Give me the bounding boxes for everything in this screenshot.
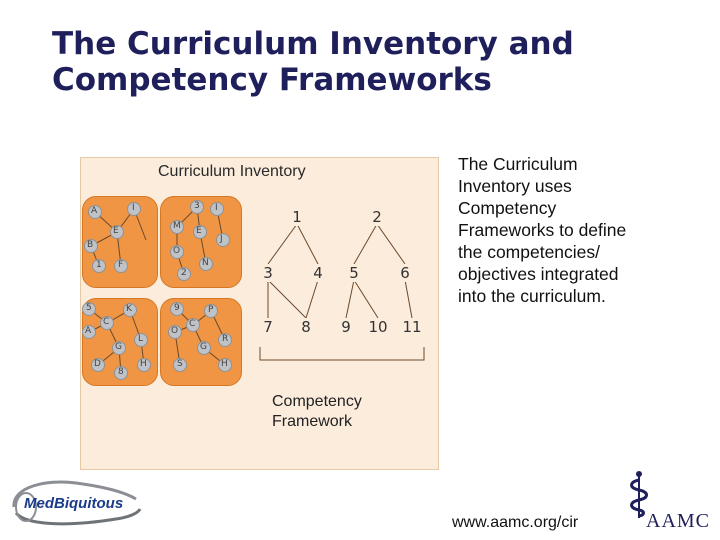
node-label: M — [173, 221, 181, 231]
framework-node-11: 11 — [397, 318, 427, 336]
side-line-5: the competencies/ — [458, 242, 601, 262]
framework-node-7: 7 — [253, 318, 283, 336]
node-r — [218, 333, 232, 347]
framework-node-8: 8 — [291, 318, 321, 336]
side-line-1: The Curriculum — [458, 154, 578, 174]
node-1 — [92, 259, 106, 273]
framework-node-10: 10 — [363, 318, 393, 336]
node-h — [137, 358, 151, 372]
node-f — [114, 259, 128, 273]
framework-node-3: 3 — [253, 264, 283, 282]
node-label: G — [200, 342, 207, 352]
side-description: The Curriculum Inventory uses Competency… — [458, 153, 683, 307]
node-c — [100, 316, 114, 330]
node-a — [82, 325, 96, 339]
framework-node-5: 5 — [339, 264, 369, 282]
node-label: O — [173, 246, 181, 256]
node-label: E — [196, 226, 202, 236]
side-line-3: Competency — [458, 198, 557, 218]
node-2 — [177, 267, 191, 281]
node-label: G — [115, 342, 122, 352]
framework-node-4: 4 — [303, 264, 333, 282]
svg-text:MedBiquitous: MedBiquitous — [24, 495, 123, 512]
node-m — [170, 220, 184, 234]
competency-framework-label: Competency Framework — [272, 392, 362, 432]
footer-url[interactable]: www.aamc.org/cir — [452, 514, 579, 531]
node-i — [127, 202, 141, 216]
node-label: C — [189, 319, 196, 329]
node-label: 3 — [194, 201, 200, 211]
side-line-6: objectives integrated — [458, 264, 619, 284]
node-h — [218, 358, 232, 372]
side-line-4: Frameworks to define — [458, 220, 627, 240]
node-label: E — [113, 226, 119, 236]
title-line-1: The Curriculum Inventory and — [52, 26, 574, 62]
framework-node-6: 6 — [390, 264, 420, 282]
node-l — [134, 333, 148, 347]
node-label: 2 — [181, 268, 187, 278]
node-label: S — [177, 359, 183, 369]
node-s — [173, 358, 187, 372]
framework-node-1: 1 — [282, 208, 312, 226]
node-a — [88, 205, 102, 219]
node-c — [186, 318, 200, 332]
framework-node-9: 9 — [331, 318, 361, 336]
node-label: P — [208, 305, 214, 315]
node-label: O — [171, 326, 179, 336]
title-line-2: Competency Frameworks — [52, 62, 492, 98]
node-3 — [190, 200, 204, 214]
medbiquitous-logo: MedBiquitous — [12, 480, 142, 526]
node-label: 5 — [86, 303, 92, 313]
node-g — [197, 341, 211, 355]
node-label: 9 — [174, 303, 180, 313]
caption-line-2: Framework — [272, 413, 353, 430]
node-label: H — [140, 359, 147, 369]
node-label: L — [138, 334, 144, 344]
caption-line-1: Competency — [272, 393, 362, 410]
node-label: C — [103, 317, 110, 327]
node-i — [210, 202, 224, 216]
node-d — [91, 358, 105, 372]
side-line-2: Inventory uses — [458, 176, 572, 196]
node-label: R — [222, 334, 229, 344]
node-8 — [114, 366, 128, 380]
node-p — [204, 304, 218, 318]
node-label: 1 — [96, 260, 102, 270]
node-o — [170, 245, 184, 259]
node-label: H — [221, 359, 228, 369]
node-label: N — [202, 258, 209, 268]
node-label: A — [85, 326, 92, 336]
node-label: 8 — [118, 367, 124, 377]
side-line-7: into the curriculum. — [458, 286, 606, 306]
slide-title: The Curriculum Inventory and Competency … — [52, 26, 692, 98]
framework-node-2: 2 — [362, 208, 392, 226]
node-e — [193, 225, 207, 239]
node-label: I — [132, 203, 135, 213]
node-k — [123, 303, 137, 317]
aamc-logo — [630, 471, 648, 518]
node-9 — [170, 302, 184, 316]
node-label: A — [91, 206, 98, 216]
node-label: D — [94, 359, 101, 369]
curriculum-inventory-label: Curriculum Inventory — [158, 163, 306, 180]
node-b — [84, 239, 98, 253]
node-label: B — [87, 240, 94, 250]
node-5 — [82, 302, 96, 316]
node-e — [110, 225, 124, 239]
node-o — [168, 325, 182, 339]
node-label: K — [126, 304, 132, 314]
node-label: F — [118, 260, 124, 270]
node-label: I — [215, 203, 218, 213]
aamc-wordmark: AAMC — [646, 510, 711, 532]
node-n — [199, 257, 213, 271]
node-g — [112, 341, 126, 355]
node-j — [216, 233, 230, 247]
node-label: J — [220, 234, 223, 244]
